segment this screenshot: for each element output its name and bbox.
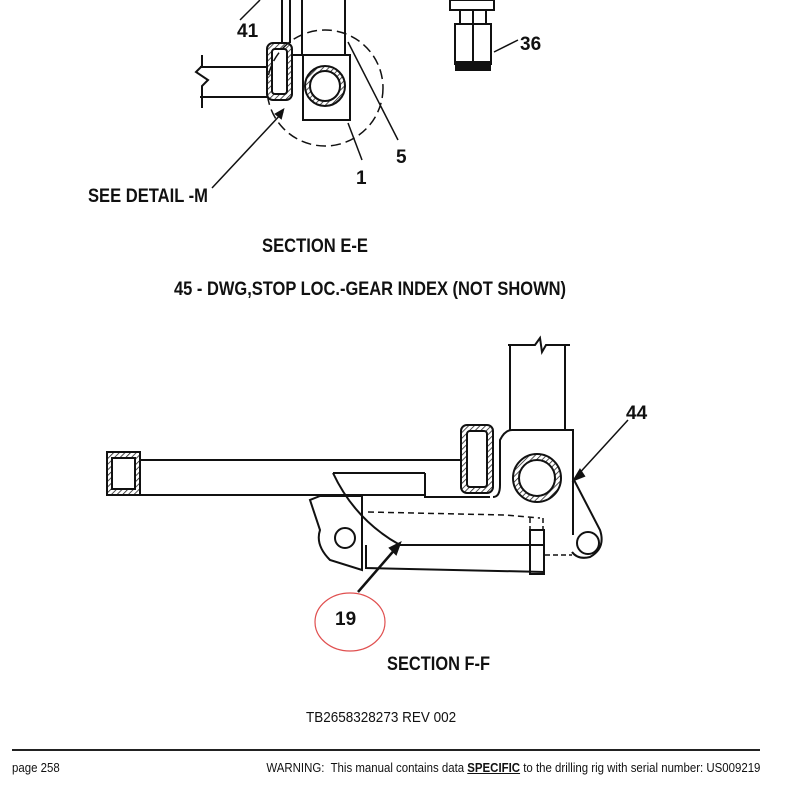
callout-44: 44 bbox=[626, 403, 648, 424]
page-number: page 258 bbox=[12, 760, 60, 775]
warning-suffix: to the drilling rig with serial number: … bbox=[519, 760, 760, 775]
section-note: 45 - DWG,STOP LOC.-GEAR INDEX (NOT SHOWN… bbox=[174, 279, 566, 300]
section-f-f-title: SECTION F-F bbox=[387, 654, 490, 675]
warning-emphasis: SPECIFIC bbox=[466, 760, 520, 775]
callout-36: 36 bbox=[520, 34, 541, 55]
callout-1: 1 bbox=[356, 168, 367, 189]
footer-divider bbox=[12, 749, 760, 751]
callout-5: 5 bbox=[396, 147, 407, 168]
footer-warning: WARNING: This manual contains data SPECI… bbox=[266, 760, 760, 775]
section-f-f-drawing bbox=[106, 335, 629, 593]
section-e-e-title: SECTION E-E bbox=[262, 236, 368, 257]
document-number: TB2658328273 REV 002 bbox=[306, 709, 457, 726]
section-e-e-drawing bbox=[194, 0, 519, 189]
warning-prefix: WARNING: This manual contains data bbox=[265, 760, 467, 775]
highlight-circle bbox=[314, 592, 386, 652]
callout-41: 41 bbox=[237, 21, 259, 42]
see-detail-m-label: SEE DETAIL -M bbox=[88, 186, 208, 207]
callout-19: 19 bbox=[335, 609, 356, 630]
